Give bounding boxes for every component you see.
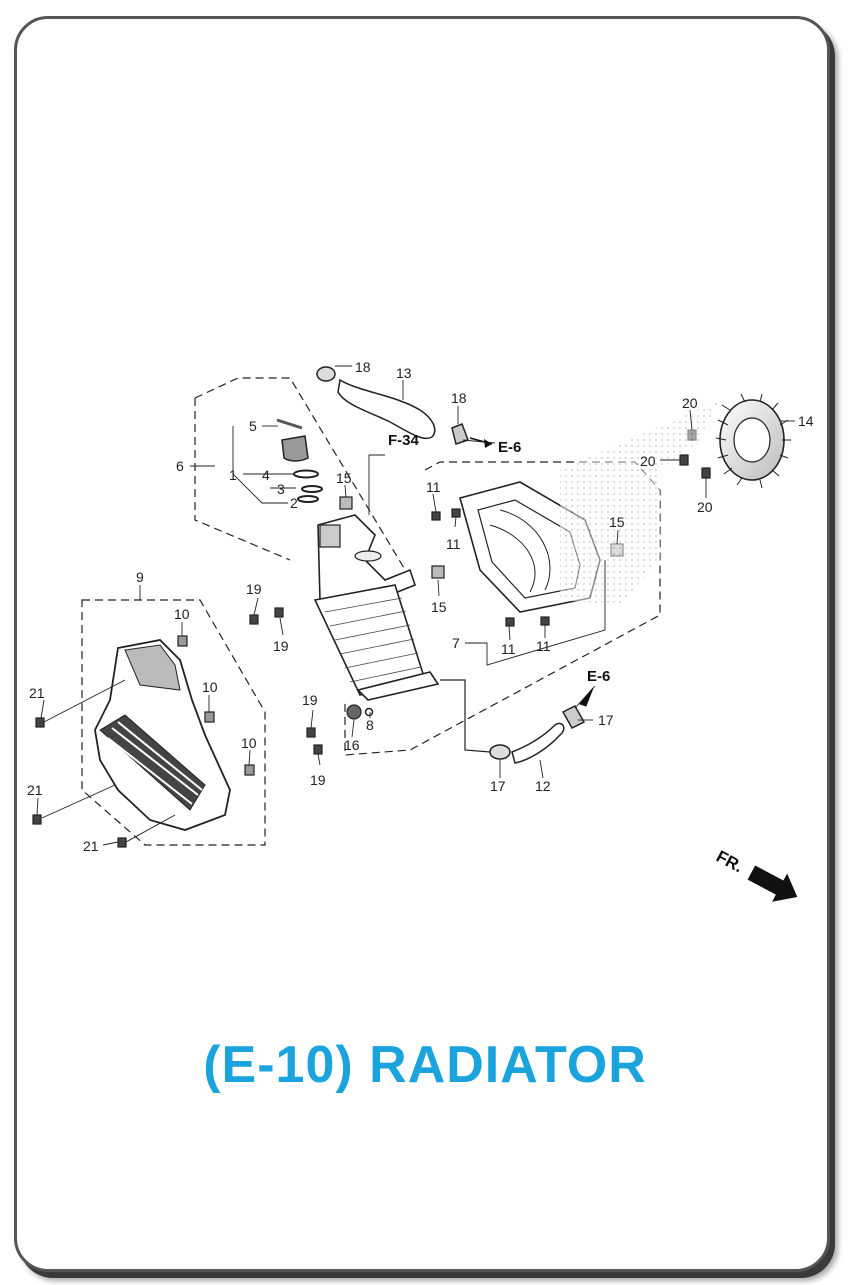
clamp-17-lower [489,744,511,760]
label-17a: 17 [490,778,506,794]
label-11a: 11 [426,479,441,495]
bolts-19 [249,607,323,755]
label-18a: 18 [355,359,371,375]
front-arrow-icon [747,865,798,902]
label-21a: 21 [29,685,45,701]
label-4: 4 [262,467,270,483]
label-1: 1 [229,467,237,483]
label-3: 3 [277,481,285,497]
label-15a: 15 [336,470,352,486]
label-19c: 19 [302,692,318,708]
label-9: 9 [136,569,144,585]
label-8: 8 [366,717,374,733]
label-11d: 11 [536,638,551,654]
label-6: 6 [176,458,184,474]
label-10b: 10 [202,679,218,695]
clamp-18-top [316,366,336,382]
cap-1 [281,435,309,462]
label-15c: 15 [431,599,447,615]
upper-hose-13 [337,378,436,440]
ref-e6-top: E-6 [498,439,521,456]
ref-e6-bottom: E-6 [587,668,610,685]
label-5: 5 [249,418,257,434]
spring-5 [276,418,303,430]
radiator-core [313,514,440,701]
radiator-cover-9 [94,639,231,831]
group-boundary-6 [194,377,411,586]
label-15b: 15 [609,514,625,530]
label-17b: 17 [598,712,614,728]
leader-lines [36,365,795,846]
label-20c: 20 [697,499,713,515]
hatch-area [560,400,720,605]
label-13: 13 [396,365,412,381]
ref-e6-top-arrow [469,437,493,448]
cooling-fan-14 [715,393,791,489]
label-12: 12 [535,778,551,794]
label-11b: 11 [446,536,461,552]
clamp-18-mid [451,423,469,445]
lower-pipe [440,679,491,753]
o-ring-2 [297,495,319,503]
label-2: 2 [290,495,298,511]
label-20b: 20 [640,453,656,469]
o-ring-4 [293,469,319,479]
front-direction-indicator: FR. [713,847,798,902]
label-14: 14 [798,413,814,429]
label-19b: 19 [273,638,289,654]
o-ring-3 [301,485,323,493]
ref-f34: F-34 [388,432,420,449]
label-10c: 10 [241,735,257,751]
washer-8 [364,707,374,717]
drain-bolt-16 [346,704,362,720]
nuts-11 [431,508,550,627]
label-16: 16 [344,737,360,753]
label-7: 7 [452,635,460,651]
label-10a: 10 [174,606,190,622]
lower-hose-12 [511,722,565,764]
part-labels: 18 13 18 20 14 20 20 5 6 1 4 3 2 15 11 1… [27,359,814,854]
label-11c: 11 [501,641,516,657]
label-18b: 18 [451,390,467,406]
label-19d: 19 [310,772,326,788]
ref-e6-bottom-arrow [579,687,594,707]
label-21c: 21 [83,838,99,854]
label-19a: 19 [246,581,262,597]
page-title: (E-10) RADIATOR [203,1036,647,1094]
clamp-17-upper [561,705,586,729]
front-label: FR. [713,847,746,877]
grommets-10 [177,635,255,776]
label-20a: 20 [682,395,698,411]
group-boundary-9 [81,599,266,846]
label-21b: 21 [27,782,43,798]
cover-bolts-21 [32,717,127,848]
